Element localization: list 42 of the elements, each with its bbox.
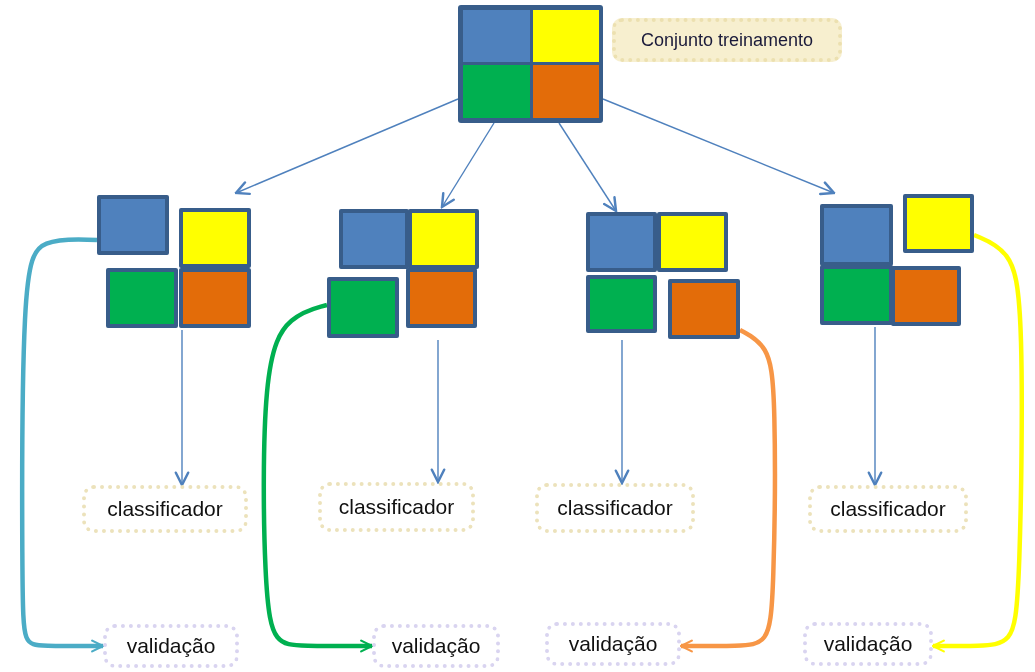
colored-square — [533, 65, 599, 118]
curved-arrow — [19, 237, 105, 653]
classifier-label: classificador — [318, 482, 475, 532]
colored-square — [657, 212, 728, 272]
colored-square — [179, 208, 251, 268]
colored-square — [820, 204, 893, 266]
validation-label: validação — [545, 622, 681, 666]
classifier-label: classificador — [808, 485, 968, 533]
dataset-label: Conjunto treinamento — [612, 18, 842, 62]
colored-square — [668, 279, 740, 339]
curved-arrow — [679, 328, 778, 653]
colored-square — [903, 194, 974, 253]
classifier-label: classificador — [535, 483, 695, 533]
arrow — [558, 122, 618, 213]
arrow — [440, 122, 495, 209]
classifier-label: classificador — [82, 485, 248, 533]
curved-arrow — [261, 302, 374, 653]
colored-square — [406, 268, 477, 328]
colored-square — [463, 65, 530, 118]
colored-square — [106, 268, 178, 328]
validation-label: validação — [103, 624, 239, 668]
colored-square — [891, 266, 961, 326]
curved-arrow — [931, 232, 1024, 653]
colored-square — [463, 10, 530, 62]
validation-label: validação — [372, 624, 500, 668]
validation-label: validação — [803, 622, 933, 666]
colored-square — [533, 10, 599, 62]
colored-square — [820, 265, 893, 325]
arrow — [614, 339, 630, 485]
colored-square — [339, 209, 409, 269]
arrow — [867, 326, 883, 487]
colored-square — [586, 212, 657, 272]
arrow — [430, 339, 446, 484]
colored-square — [327, 277, 399, 338]
colored-square — [586, 275, 657, 333]
colored-square — [179, 268, 251, 328]
grid-frame — [458, 5, 603, 123]
colored-square — [408, 209, 479, 269]
colored-square — [97, 195, 169, 255]
arrow — [602, 98, 836, 196]
arrow — [234, 98, 459, 196]
arrow — [174, 329, 190, 487]
